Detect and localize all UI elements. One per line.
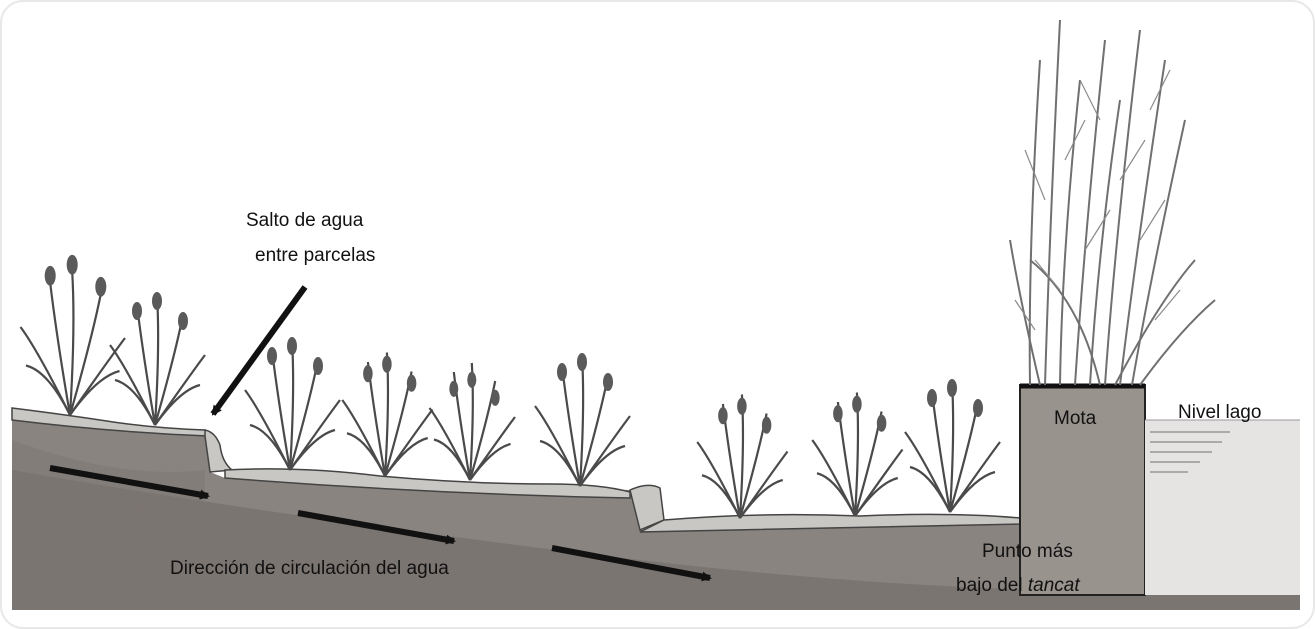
rice-panicle <box>718 407 728 424</box>
rice-panicle <box>313 357 323 375</box>
rice-panicle <box>407 375 417 392</box>
waterfall-label-line1: Salto de agua <box>246 210 363 232</box>
rice-panicle <box>67 255 78 275</box>
rice-panicle <box>178 312 188 330</box>
flow-direction-label: Dirección de circulación del agua <box>170 558 449 580</box>
lake-level-label: Nivel lago <box>1178 402 1261 424</box>
rice-panicle <box>491 390 500 406</box>
lowest-point-label-line1: Punto más <box>982 541 1073 563</box>
rice-panicle <box>603 373 613 391</box>
rice-panicle <box>577 353 587 371</box>
rice-panicle <box>382 356 392 373</box>
rice-panicle <box>557 363 567 381</box>
rice-panicle <box>947 379 957 397</box>
rice-panicle <box>363 365 373 382</box>
rice-panicle <box>877 415 887 432</box>
rice-panicle <box>852 396 862 413</box>
waterfall-label-line2: entre parcelas <box>255 245 375 267</box>
rice-panicle <box>833 405 843 422</box>
lake-water <box>1145 420 1300 595</box>
lowest-point-label-line2: bajo del tancat <box>956 575 1080 597</box>
rice-panicle <box>927 389 937 407</box>
rice-panicle <box>152 292 162 310</box>
mota-label: Mota <box>1054 408 1096 430</box>
rice-panicle <box>95 277 106 297</box>
rice-panicle <box>287 337 297 355</box>
lowest-point-italic: tancat <box>1028 575 1080 596</box>
lowest-point-prefix: bajo del <box>956 575 1023 596</box>
rice-panicle <box>449 381 458 397</box>
rice-panicle <box>467 372 476 388</box>
rice-panicle <box>762 417 772 434</box>
rice-panicle <box>132 302 142 320</box>
rice-panicle <box>267 347 277 365</box>
rice-panicle <box>737 398 747 415</box>
rice-panicle <box>45 266 56 286</box>
rice-panicle <box>973 399 983 417</box>
